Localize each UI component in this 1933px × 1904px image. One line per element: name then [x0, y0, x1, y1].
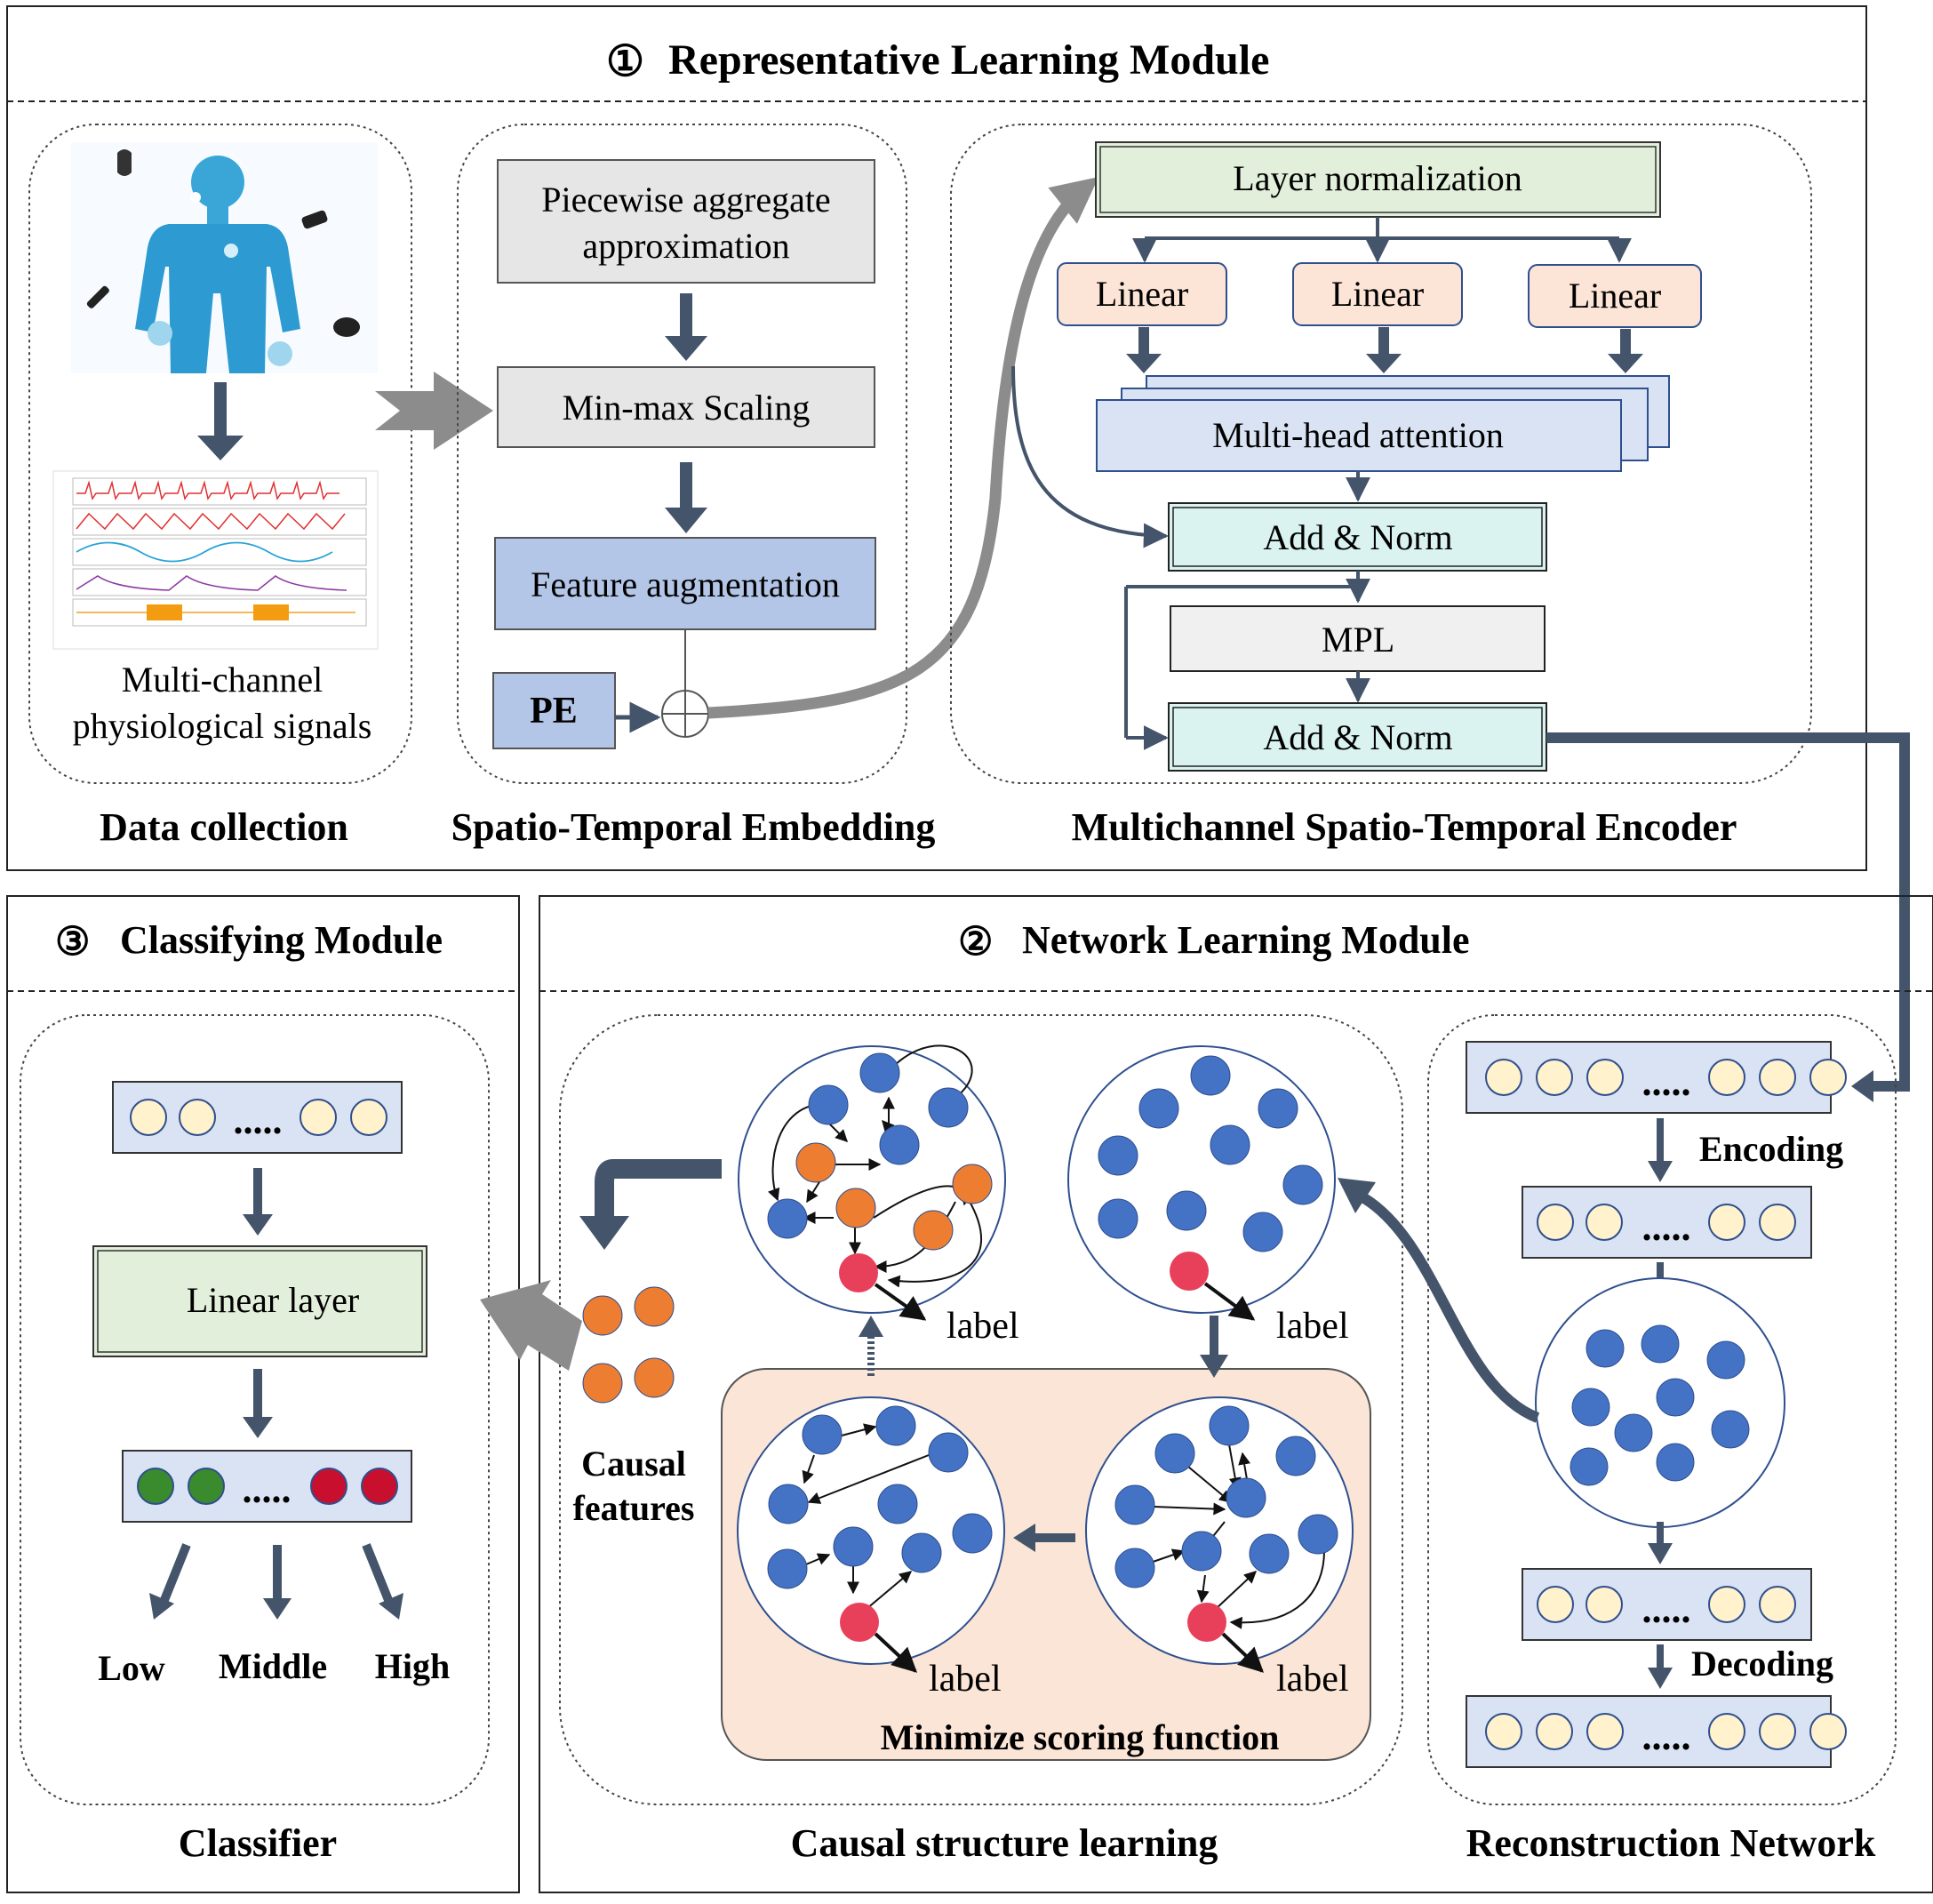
module-2-title: Network Learning Module — [1022, 918, 1470, 962]
features-to-classifier-arrow — [480, 1280, 582, 1371]
encoding-label: Encoding — [1699, 1129, 1843, 1169]
mpl-label: MPL — [1322, 620, 1394, 660]
pe-label: PE — [530, 691, 578, 732]
data-collection-label: Data collection — [100, 805, 348, 849]
label-text-3: label — [929, 1659, 1002, 1700]
embedding-section-label: Spatio-Temporal Embedding — [451, 805, 936, 849]
module-3-title: Classifying Module — [120, 918, 443, 962]
candidate-graph: label — [1085, 1396, 1354, 1700]
encoder-to-reconstruction-arrow — [1546, 732, 1910, 1092]
linear-box-1 — [1057, 262, 1227, 326]
classifier-output-dots: ..... — [243, 1468, 292, 1511]
causal-features-line1: Causal — [581, 1444, 686, 1484]
linear-box-2 — [1292, 262, 1463, 326]
spatio-temporal-embedding-panel: Piecewise aggregate approximation Min-ma… — [451, 124, 936, 849]
add-norm-box-1 — [1168, 502, 1547, 572]
reconstruction-section-label: Reconstruction Network — [1466, 1821, 1876, 1865]
label-text-2: label — [1276, 1306, 1349, 1347]
output-high: High — [375, 1646, 450, 1686]
label-text-1: label — [947, 1306, 1019, 1347]
causal-features-nodes — [582, 1286, 675, 1404]
linear-layer-box — [92, 1245, 427, 1357]
output-middle: Middle — [219, 1646, 327, 1686]
encoded-vector-dots: ..... — [1642, 1205, 1691, 1249]
add-norm-box-2 — [1168, 702, 1547, 772]
causal-section-label: Causal structure learning — [791, 1821, 1218, 1865]
representative-learning-module: ① Representative Learning Module — [6, 5, 1867, 871]
minmax-label: Min-max Scaling — [563, 388, 811, 428]
linear-label-2: Linear — [1331, 274, 1424, 314]
decoded-vector-dots: ..... — [1642, 1588, 1691, 1631]
label-text-4: label — [1276, 1659, 1349, 1700]
encoder-section-label: Multichannel Spatio-Temporal Encoder — [1072, 805, 1737, 849]
linear-label-3: Linear — [1569, 276, 1661, 316]
linear-layer-label: Linear layer — [187, 1280, 359, 1320]
linear-label-1: Linear — [1096, 274, 1188, 314]
feature-augmentation-box — [494, 537, 876, 630]
minmax-box — [497, 366, 875, 448]
classifying-module: ③ Classifying Module ..... Linear layer … — [6, 895, 520, 1893]
add-norm-label-2: Add & Norm — [1263, 717, 1452, 757]
latent-graph — [1535, 1277, 1785, 1528]
signal-plot-image — [52, 470, 379, 650]
module-2-number: ② — [958, 920, 993, 964]
human-body-illustration — [71, 142, 378, 373]
layer-normalization-box — [1095, 141, 1661, 218]
layer-normalization-label: Layer normalization — [1233, 158, 1522, 198]
minimize-scoring-label: Minimize scoring function — [881, 1717, 1280, 1757]
optimized-graph: label — [737, 1396, 1005, 1700]
pe-box — [492, 672, 616, 749]
add-norm-label-1: Add & Norm — [1263, 517, 1452, 557]
latent-to-graph-arrow — [1361, 1193, 1540, 1423]
module-1-title: Representative Learning Module — [668, 36, 1269, 84]
signals-caption-line1: Multi-channel — [122, 660, 323, 700]
causal-graph-discovered: label — [738, 1044, 1019, 1347]
feature-augmentation-label: Feature augmentation — [531, 564, 840, 604]
output-vector-dots: ..... — [1642, 1715, 1691, 1758]
encoder-panel: Layer normalization Linear Linear Linear… — [950, 124, 1812, 849]
causal-structure-panel: Minimize scoring function Causal structu… — [559, 1014, 1403, 1865]
module-3-number: ③ — [55, 920, 90, 964]
reconstruction-network-panel: ..... Encoding ..... ..... — [1427, 1014, 1897, 1865]
linear-box-3 — [1528, 264, 1702, 328]
decoding-label: Decoding — [1691, 1644, 1833, 1684]
network-learning-module: ② Network Learning Module — [539, 895, 1933, 1893]
data-to-embedding-arrow — [375, 372, 493, 450]
signals-caption-line2: physiological signals — [73, 706, 372, 746]
input-vector-dots: ..... — [1642, 1060, 1691, 1104]
paa-box — [497, 159, 875, 284]
data-collection-panel: Multi-channel physiological signals Data… — [28, 124, 412, 849]
causal-features-line2: features — [573, 1488, 695, 1528]
multi-head-attention-label: Multi-head attention — [1212, 415, 1504, 455]
module-1-number: ① — [606, 38, 644, 85]
output-low: Low — [98, 1648, 165, 1688]
empty-graph: label — [1067, 1045, 1349, 1347]
multi-head-attention-box — [1096, 399, 1622, 472]
embedding-to-encoder-arrow — [707, 176, 1099, 719]
paa-label-line1: Piecewise aggregate — [541, 180, 830, 220]
mpl-box — [1170, 605, 1546, 672]
classifier-section-label: Classifier — [179, 1821, 337, 1865]
classifier-input-dots: ..... — [234, 1099, 283, 1142]
paa-label-line2: approximation — [582, 226, 789, 266]
